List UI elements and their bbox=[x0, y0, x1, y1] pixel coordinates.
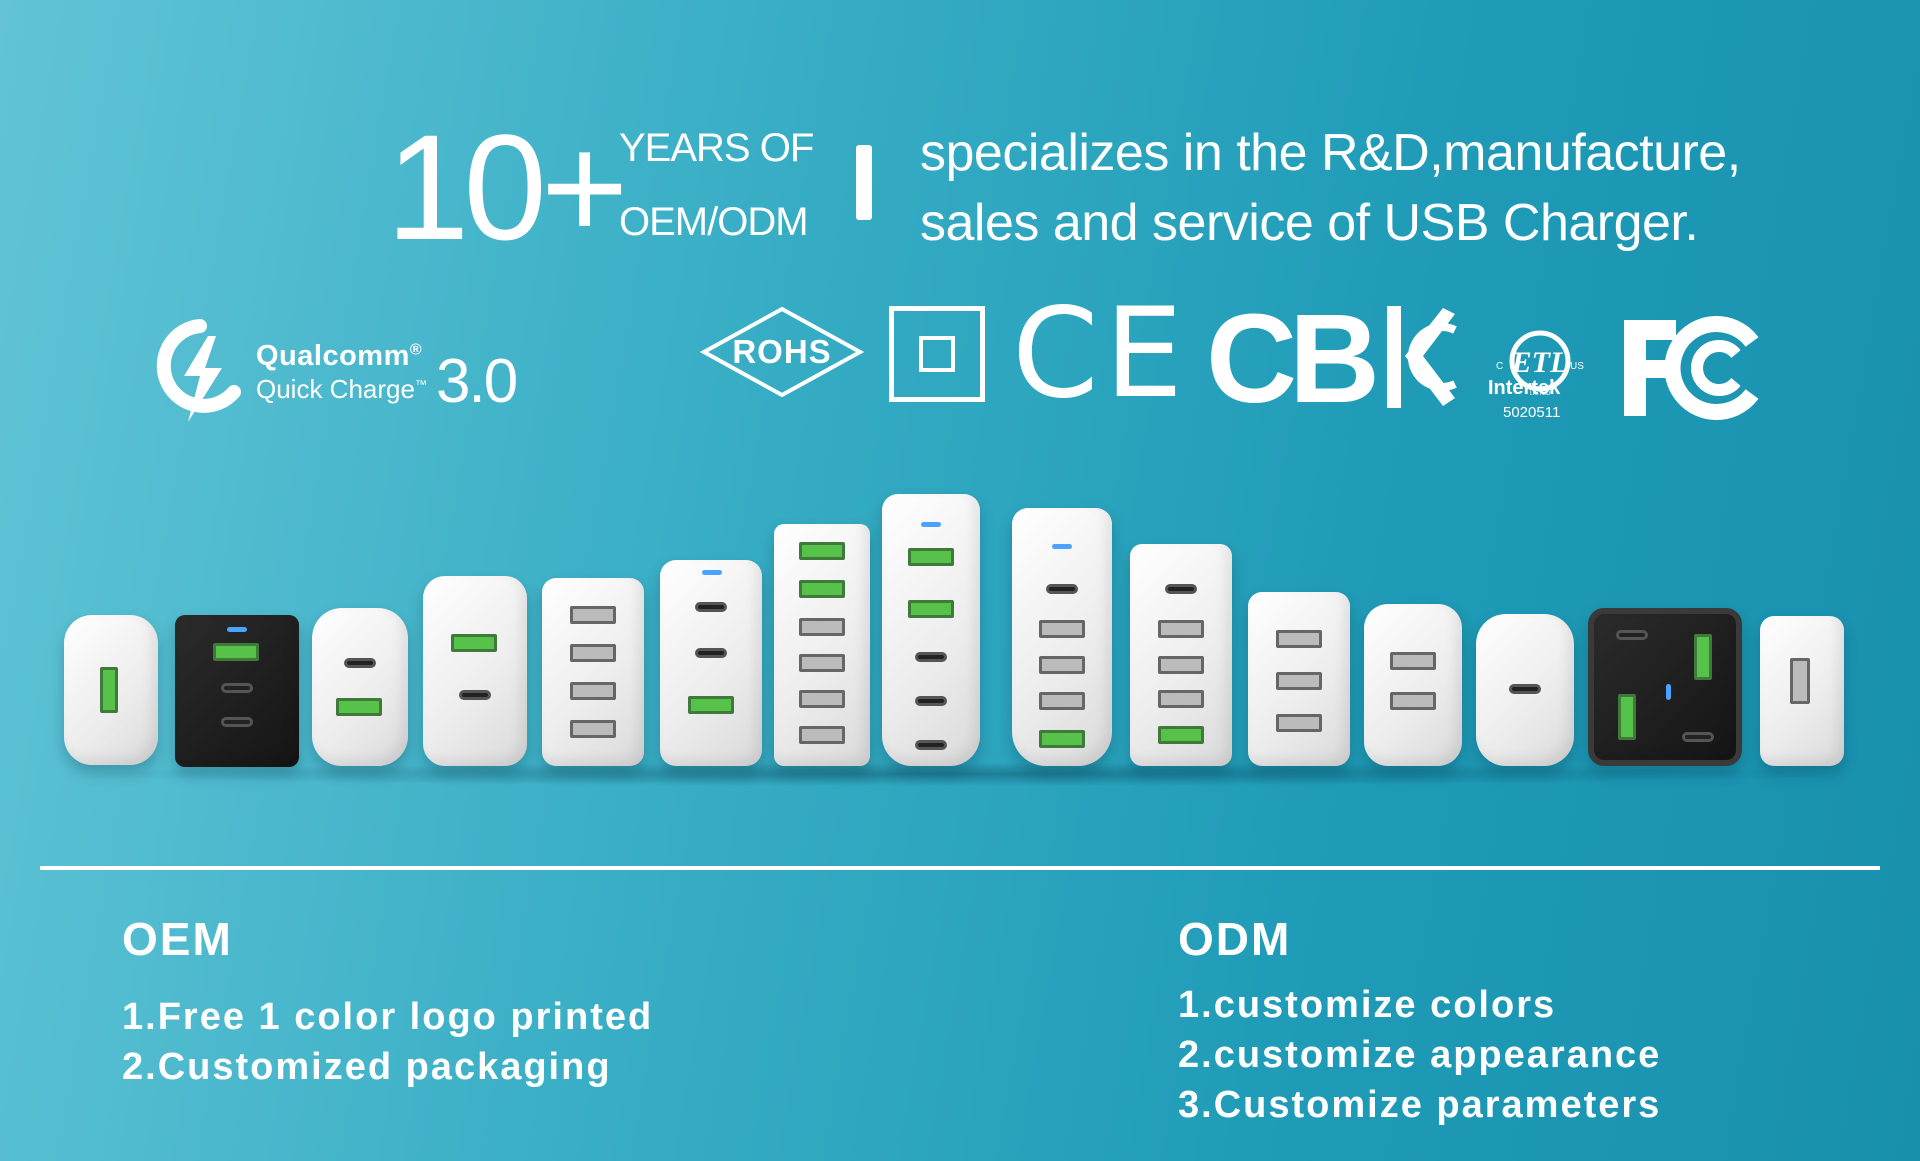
odm-item-2: 2.customize appearance bbox=[1178, 1034, 1662, 1076]
charger-6 bbox=[660, 560, 762, 766]
charger-3 bbox=[312, 608, 408, 766]
cb-mark: CB bbox=[1206, 288, 1380, 429]
rohs-diamond-icon bbox=[700, 306, 864, 398]
etl-us-label: US bbox=[1570, 361, 1584, 372]
charger-8 bbox=[882, 494, 980, 766]
charger-13 bbox=[1476, 614, 1574, 766]
fcc-mark-icon bbox=[1624, 316, 1759, 420]
etl-listed-icon: ETL C US LISTED bbox=[1496, 330, 1584, 397]
odm-title: ODM bbox=[1178, 913, 1292, 965]
kc-mark-icon bbox=[1387, 306, 1457, 408]
section-divider bbox=[40, 866, 1880, 870]
etl-symbol: ETL bbox=[1511, 346, 1569, 379]
lightning-circle-icon bbox=[156, 319, 241, 422]
qualcomm-quick-charge-logo: Qualcomm® Quick Charge™ 3.0 bbox=[150, 318, 550, 438]
charger-12 bbox=[1364, 604, 1462, 766]
chargers-floor-shadow bbox=[60, 762, 1860, 786]
charger-9 bbox=[1012, 508, 1112, 766]
charger-lineup bbox=[62, 490, 1862, 780]
odm-list: 1.customize colors 2.customize appearanc… bbox=[1178, 980, 1661, 1130]
oem-item-2: 2.Customized packaging bbox=[122, 1046, 612, 1088]
rohs-label: ROHS bbox=[732, 333, 832, 370]
oem-title: OEM bbox=[122, 913, 233, 965]
charger-15 bbox=[1760, 616, 1844, 766]
oem-list: 1.Free 1 color logo printed 2.Customized… bbox=[122, 992, 653, 1092]
charger-14 bbox=[1588, 608, 1742, 766]
intertek-label: Intertek bbox=[1488, 377, 1561, 399]
charger-4 bbox=[423, 576, 527, 766]
headline-divider bbox=[856, 145, 872, 220]
double-insulation-icon bbox=[889, 306, 985, 402]
etl-listed-label: LISTED bbox=[1529, 391, 1551, 397]
description-line-1: specializes in the R&D,manufacture, bbox=[920, 124, 1741, 182]
years-number: 10+ bbox=[386, 103, 628, 271]
odm-item-1: 1.customize colors bbox=[1178, 984, 1557, 1026]
rohs-logo: ROHS bbox=[700, 305, 864, 399]
company-description: specializes in the R&D,manufacture, sale… bbox=[920, 118, 1880, 258]
odm-item-3: 3.Customize parameters bbox=[1178, 1084, 1662, 1126]
charger-2 bbox=[175, 615, 299, 767]
quick-charge-label: Quick Charge bbox=[256, 374, 415, 404]
oem-item-1: 1.Free 1 color logo printed bbox=[122, 996, 654, 1038]
etl-number: 5020511 bbox=[1503, 404, 1561, 421]
charger-5 bbox=[542, 578, 644, 766]
charger-7 bbox=[774, 524, 870, 766]
quick-charge-version: 3.0 bbox=[436, 347, 518, 416]
etl-c-label: C bbox=[1496, 361, 1503, 372]
ce-mark: CE bbox=[1012, 282, 1189, 426]
charger-1 bbox=[64, 615, 158, 765]
charger-10 bbox=[1130, 544, 1232, 766]
description-line-2: sales and service of USB Charger. bbox=[920, 194, 1699, 252]
trademark-mark: ™ bbox=[414, 377, 427, 392]
charger-11 bbox=[1248, 592, 1350, 766]
registered-mark: ® bbox=[409, 341, 423, 359]
oem-odm-label: OEM/ODM bbox=[619, 200, 809, 244]
qualcomm-brand: Qualcomm bbox=[256, 340, 410, 372]
years-of-label: YEARS OF bbox=[619, 126, 814, 170]
